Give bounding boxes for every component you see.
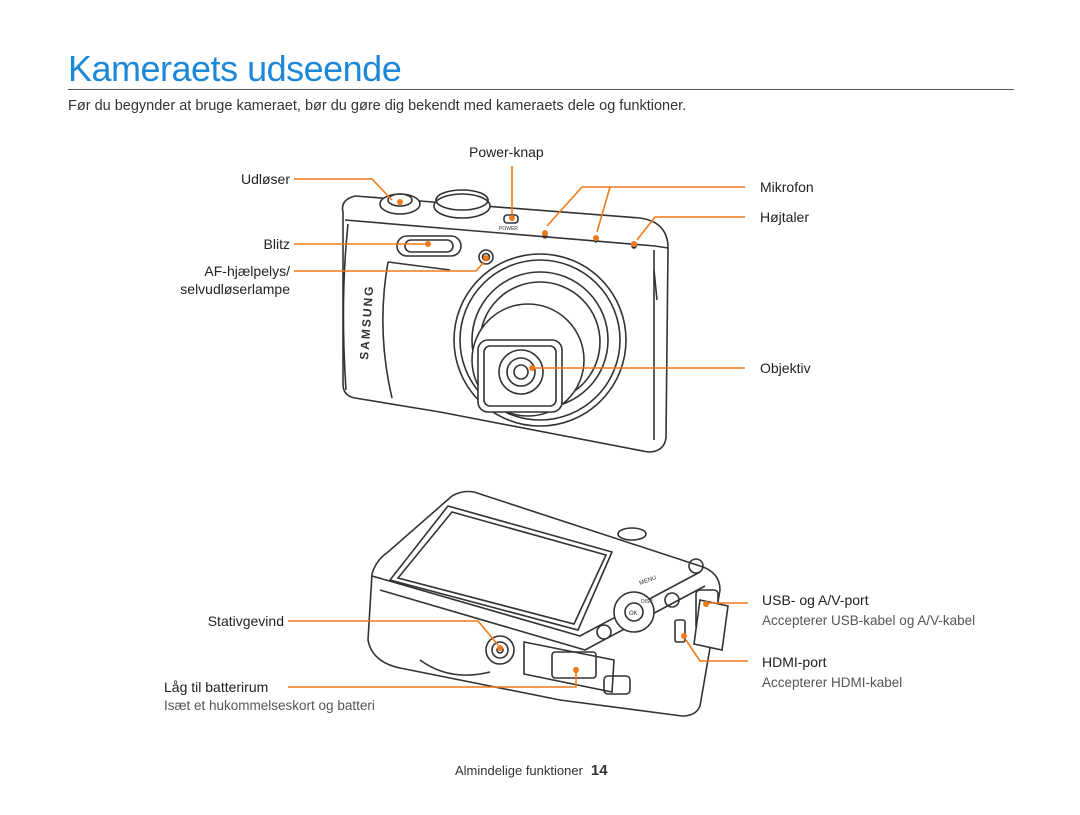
disp-text: DISP: [641, 599, 653, 605]
battery-cover-label: Låg til batterirum: [164, 679, 269, 695]
page-title: Kameraets udseende: [68, 48, 402, 89]
page-footer: Almindelige funktioner 14: [455, 762, 608, 779]
usb-port-label: USB- og A/V-port: [762, 592, 869, 608]
ok-text: OK: [629, 611, 638, 617]
footer-section: Almindelige funktioner: [455, 763, 583, 778]
tripod-mount-label: Stativgevind: [207, 613, 284, 629]
back-camera: [367, 490, 729, 717]
af-lamp-label-line1: AF-hjælpelys/: [204, 263, 290, 279]
intro-text: Før du begynder at bruge kameraet, bør d…: [68, 98, 687, 114]
speaker-label: Højtaler: [760, 209, 810, 225]
front-camera: [341, 189, 669, 453]
page-number: 14: [590, 762, 608, 779]
power-small-text: POWER: [499, 226, 518, 232]
title-divider: [68, 89, 1014, 90]
af-lamp-label-line2: selvudløserlampe: [180, 281, 290, 297]
hdmi-port-label: HDMI-port: [762, 654, 827, 670]
lens-label: Objektiv: [760, 360, 811, 376]
power-button-label: Power-knap: [469, 144, 544, 160]
shutter-label: Udløser: [240, 171, 290, 187]
flash-label: Blitz: [263, 236, 290, 252]
microphone-label: Mikrofon: [760, 179, 814, 195]
brand-text: SAMSUNG: [357, 284, 376, 360]
callout-lines: [288, 166, 748, 688]
usb-port-subtext: Accepterer USB-kabel og A/V-kabel: [762, 613, 976, 628]
menu-text: MENU: [639, 575, 658, 587]
battery-cover-subtext: Isæt et hukommelseskort og batteri: [164, 698, 375, 713]
hdmi-port-subtext: Accepterer HDMI-kabel: [762, 675, 903, 690]
